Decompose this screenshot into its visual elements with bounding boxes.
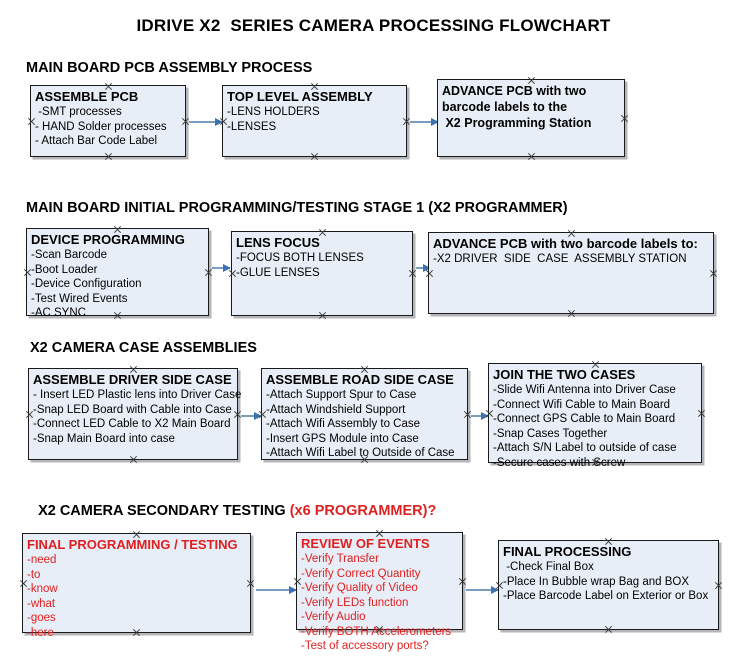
box-line: -X2 DRIVER SIDE CASE ASSEMBLY STATION — [433, 253, 687, 265]
box-line: -Verify Transfer — [301, 553, 379, 565]
box-line: -Connect Wifi Cable to Main Board — [493, 398, 671, 411]
connector-review-of-events-to-final-processing — [466, 585, 499, 595]
flow-box-assemble-pcb[interactable]: ASSEMBLE PCB -SMT processes - HAND Solde… — [30, 85, 186, 157]
box-line: ADVANCE PCB with two — [442, 84, 587, 98]
box-title: ADVANCE PCB with two barcode labels to: — [433, 236, 698, 251]
flow-box-review-of-events[interactable]: REVIEW OF EVENTS -Verify Transfer -Verif… — [296, 532, 463, 652]
box-title: FINAL PROCESSING — [503, 544, 632, 559]
section-heading-text: X2 CAMERA SECONDARY TESTING — [38, 503, 290, 519]
box-line: - Attach Bar Code Label — [35, 135, 158, 147]
box-line: -Attach Wifi Assembly to Case — [266, 418, 421, 430]
section-heading-main-board-initial-programming: MAIN BOARD INITIAL PROGRAMMING/TESTING S… — [26, 200, 568, 216]
box-title: TOP LEVEL ASSEMBLY — [227, 89, 373, 104]
flow-box-device-programming[interactable]: DEVICE PROGRAMMING -Scan Barcode -Boot L… — [26, 228, 209, 319]
box-line: -Verify BOTH Accelerometers — [301, 625, 452, 638]
connector-driver-side-to-road-side — [241, 411, 262, 421]
box-line: -what — [27, 597, 56, 610]
box-title: LENS FOCUS — [236, 235, 320, 250]
box-line: -FOCUS BOTH LENSES — [236, 252, 364, 264]
connector-road-side-to-join-cases — [471, 411, 489, 421]
box-line: -SMT processes — [35, 106, 122, 118]
box-line: -Place In Bubble wrap Bag and BOX — [503, 575, 690, 588]
page-title: IDRIVE X2 SERIES CAMERA PROCESSING FLOWC… — [136, 16, 611, 35]
flow-box-final-programming-testing[interactable]: FINAL PROGRAMMING / TESTING -need -to -k… — [22, 533, 251, 639]
box-line: -Connect GPS Cable to Main Board — [493, 413, 676, 425]
box-line: -Connect LED Cable to X2 Main Board — [33, 418, 231, 430]
box-line: -GLUE LENSES — [236, 266, 320, 279]
box-line-overflow: -Test of accessory ports? — [301, 640, 429, 652]
resize-handle-bottom[interactable] — [604, 625, 613, 634]
box-title: DEVICE PROGRAMMING — [31, 232, 185, 247]
resize-handle-bottom[interactable] — [104, 152, 113, 161]
flow-box-assemble-driver-side-case[interactable]: ASSEMBLE DRIVER SIDE CASE - Insert LED P… — [28, 368, 242, 460]
box-line: -Snap LED Board with Cable into Case — [33, 403, 232, 416]
box-title: REVIEW OF EVENTS — [301, 536, 430, 551]
resize-handle-bottom[interactable] — [527, 152, 536, 161]
box-title: FINAL PROGRAMMING / TESTING — [27, 537, 238, 552]
box-line: -Place Barcode Label on Exterior or Box — [503, 590, 709, 602]
flow-box-assemble-road-side-case[interactable]: ASSEMBLE ROAD SIDE CASE -Attach Support … — [261, 368, 468, 460]
resize-handle-right[interactable] — [709, 269, 718, 278]
box-line: -to — [27, 568, 41, 581]
box-line: barcode labels to the — [442, 100, 568, 114]
box-line: -goes — [27, 612, 56, 624]
flow-box-lens-focus[interactable]: LENS FOCUS -FOCUS BOTH LENSES -GLUE LENS… — [231, 231, 413, 316]
flow-box-advance-pcb-driver-side-case[interactable]: ADVANCE PCB with two barcode labels to: … — [428, 232, 714, 314]
box-line: -Scan Barcode — [31, 249, 108, 261]
box-line: -Boot Loader — [31, 263, 98, 276]
box-line: -need — [27, 554, 57, 566]
connector-assemble-pcb-to-top-level — [189, 117, 223, 127]
flow-box-advance-pcb-programming-station[interactable]: ADVANCE PCB with two barcode labels to t… — [437, 79, 625, 157]
box-line: -Secure cases with Screw — [493, 456, 626, 469]
box-line: -Verify LEDs function — [301, 596, 409, 609]
box-line: -here — [27, 626, 54, 639]
box-line: -Verify Correct Quantity — [301, 567, 421, 580]
resize-handle-bottom[interactable] — [567, 309, 576, 318]
resize-handle-left[interactable] — [425, 269, 434, 278]
resize-handle-bottom[interactable] — [129, 455, 138, 464]
box-line: -Snap Cases Together — [493, 427, 608, 440]
box-title: ASSEMBLE ROAD SIDE CASE — [266, 372, 454, 387]
box-line: -AC SYNC — [31, 307, 86, 319]
box-line: -Verify Audio — [301, 611, 366, 623]
box-title: JOIN THE TWO CASES — [493, 367, 636, 382]
box-line: -LENS HOLDERS — [227, 106, 320, 118]
flow-box-final-processing[interactable]: FINAL PROCESSING -Check Final Box -Place… — [498, 540, 719, 630]
connector-device-programming-to-lens-focus — [212, 263, 231, 273]
box-line: -Attach S/N Label to outside of case — [493, 442, 677, 454]
box-line: -Verify Quality of Video — [301, 582, 418, 594]
box-line: -Attach Wifi Label to Outside of Case — [266, 447, 455, 459]
flow-box-join-the-two-cases[interactable]: JOIN THE TWO CASES -Slide Wifi Antenna i… — [488, 363, 702, 469]
box-line: -Device Configuration — [31, 278, 142, 290]
box-line: - HAND Solder processes — [35, 120, 167, 133]
connector-top-level-to-advance-pcb — [410, 117, 439, 127]
section-heading-red-suffix: (x6 PROGRAMMER)? — [289, 503, 437, 519]
box-line: -LENSES — [227, 120, 277, 133]
resize-handle-bottom[interactable] — [318, 311, 327, 320]
connector-final-programming-to-review-of-events — [256, 585, 297, 595]
box-line: -know — [27, 583, 58, 595]
box-line: -Attach Windshield Support — [266, 403, 406, 416]
box-line: -Test Wired Events — [31, 292, 128, 305]
box-line: -Snap Main Board into case — [33, 432, 175, 445]
resize-handle-bottom[interactable] — [310, 152, 319, 161]
section-heading-x2-camera-case-assemblies: X2 CAMERA CASE ASSEMBLIES — [30, 340, 257, 356]
box-line: - Insert LED Plastic lens into Driver Ca… — [33, 389, 242, 401]
box-line: -Insert GPS Module into Case — [266, 432, 419, 445]
box-title: ASSEMBLE PCB — [35, 89, 139, 104]
section-heading-x2-camera-secondary-testing: X2 CAMERA SECONDARY TESTING (x6 PROGRAMM… — [30, 487, 436, 519]
box-line: X2 Programming Station — [442, 116, 592, 130]
box-line: -Attach Support Spur to Case — [266, 389, 417, 401]
section-heading-main-board-pcb-assembly: MAIN BOARD PCB ASSEMBLY PROCESS — [26, 60, 313, 76]
flow-box-top-level-assembly[interactable]: TOP LEVEL ASSEMBLY -LENS HOLDERS -LENSES — [222, 85, 407, 157]
box-line: -Check Final Box — [503, 561, 594, 573]
box-title: ASSEMBLE DRIVER SIDE CASE — [33, 372, 232, 387]
box-line: -Slide Wifi Antenna into Driver Case — [493, 384, 676, 396]
